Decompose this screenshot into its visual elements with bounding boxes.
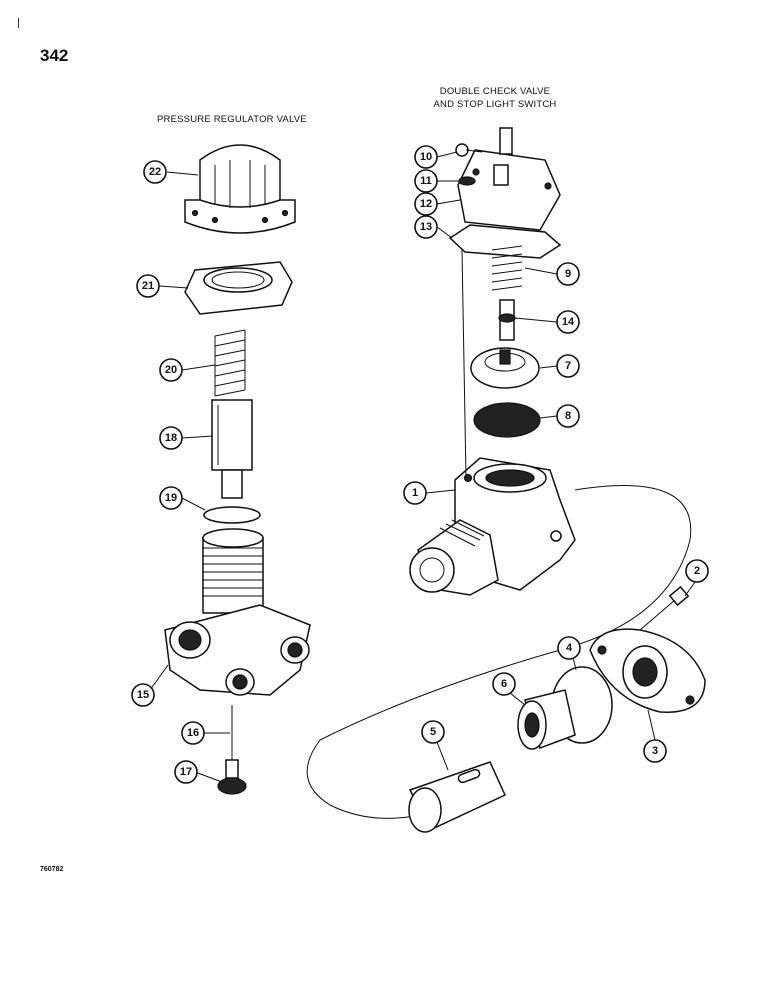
svg-text:3: 3 [652,745,658,757]
callout-6: 6 [492,672,516,696]
part-7-retainer [470,347,540,389]
svg-text:14: 14 [562,316,575,328]
callout-14: 14 [556,310,580,334]
part-10-screw [455,143,483,157]
svg-text:4: 4 [566,642,573,654]
svg-text:7: 7 [565,360,571,372]
callout-15: 15 [131,683,155,707]
callout-7: 7 [556,354,580,378]
part-20-spring [214,329,246,397]
callout-17: 17 [174,760,198,784]
callout-9: 9 [556,262,580,286]
callout-4: 4 [557,636,581,660]
svg-text:11: 11 [420,175,432,187]
callout-2: 2 [685,559,709,583]
svg-text:6: 6 [501,678,507,690]
part-9-spring [491,245,523,291]
callout-8: 8 [556,404,580,428]
part-21-jam-nut [184,261,293,315]
callout-1: 1 [403,481,427,505]
callout-13: 13 [414,215,438,239]
page-number: 342 [40,46,69,65]
callout-18: 18 [159,426,183,450]
svg-text:22: 22 [149,166,161,178]
svg-text:18: 18 [165,432,177,444]
svg-text:5: 5 [430,726,436,738]
callout-22: 22 [143,160,167,184]
part-12-cover [457,127,561,231]
svg-text:9: 9 [565,268,571,280]
part-5-sleeve [408,761,506,833]
part-14-stem [498,299,516,341]
leader-lines [149,151,696,783]
svg-text:10: 10 [420,151,432,163]
pressure-regulator-valve-title: PRESSURE REGULATOR VALVE [157,114,307,125]
double-check-valve-title-line1: DOUBLE CHECK VALVE [439,86,551,97]
part-18-plunger [211,399,253,499]
callout-5: 5 [421,720,445,744]
part-2-bolt [639,585,690,631]
svg-text:19: 19 [165,492,177,504]
svg-text:12: 12 [420,198,432,210]
part-3-flange-cover [589,628,706,713]
part-19-o-ring [203,506,261,524]
double-check-valve-title: DOUBLE CHECK VALVE AND STOP LIGHT SWITCH [420,85,570,111]
callout-21: 21 [136,274,160,298]
svg-text:16: 16 [187,727,199,739]
svg-text:8: 8 [565,410,571,422]
part-13-gasket [448,224,562,259]
exploded-view-outline [306,485,692,819]
callout-11: 11 [414,169,438,193]
svg-text:1: 1 [412,487,418,499]
callout-3: 3 [643,739,667,763]
margin-mark [18,18,19,28]
svg-text:13: 13 [420,221,432,233]
callout-12: 12 [414,192,438,216]
part-6-seat [517,689,576,750]
double-check-valve-title-line2: AND STOP LIGHT SWITCH [433,99,557,110]
part-8-diaphragm [473,402,541,438]
part-17-plug [217,759,247,795]
svg-text:21: 21 [142,280,154,292]
figure-code: 760782 [40,866,64,873]
callout-20: 20 [159,358,183,382]
svg-text:17: 17 [180,766,192,778]
part-15-valve-body [164,528,311,696]
svg-text:2: 2 [694,565,700,577]
callout-16: 16 [181,721,205,745]
callout-10: 10 [414,145,438,169]
callout-19: 19 [159,486,183,510]
svg-text:20: 20 [165,364,177,376]
part-1-check-valve-body [409,457,576,596]
part-22-cap [184,144,296,234]
part-11-washer [458,176,476,186]
svg-text:15: 15 [137,689,149,701]
